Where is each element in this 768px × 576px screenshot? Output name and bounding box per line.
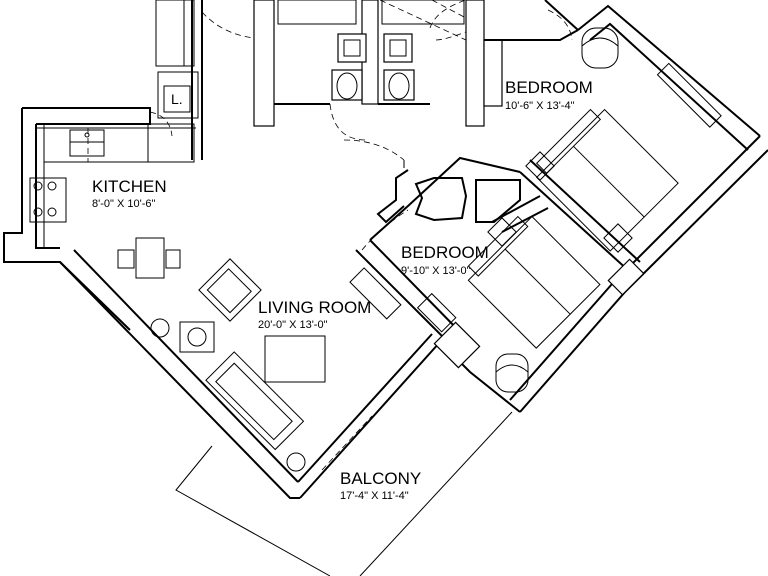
bedroom-1-furniture xyxy=(525,27,722,253)
bedroom-2-furniture xyxy=(467,215,601,393)
kitchen-dimensions: 8'-0" X 10'-6" xyxy=(92,198,155,210)
living-room-name: LIVING ROOM xyxy=(258,298,371,317)
bedroom-2-dimensions: 9'-10" X 13'-0" xyxy=(401,265,471,277)
dining-table xyxy=(117,237,181,279)
room-labels: KITCHEN 8'-0" X 10'-6" BEDROOM 10'-6" X … xyxy=(92,78,593,502)
balcony-dimensions: 17'-4" X 11'-4" xyxy=(340,490,409,502)
balcony xyxy=(175,411,513,576)
bedroom-1-name: BEDROOM xyxy=(505,78,593,97)
bathroom-fixtures xyxy=(277,0,465,101)
kitchen-fixtures: L. xyxy=(29,0,199,248)
living-room-furniture xyxy=(150,258,457,472)
balcony-name: BALCONY xyxy=(340,469,421,488)
bedroom-2-name: BEDROOM xyxy=(401,243,489,262)
door-swings xyxy=(87,0,573,251)
interior-walls xyxy=(253,0,645,369)
living-room-dimensions: 20'-0" X 13'-0" xyxy=(258,319,328,331)
kitchen-name: KITCHEN xyxy=(92,177,167,196)
bedroom-1-dimensions: 10'-6" X 13'-4" xyxy=(505,100,575,112)
laundry-label: L. xyxy=(171,91,183,107)
